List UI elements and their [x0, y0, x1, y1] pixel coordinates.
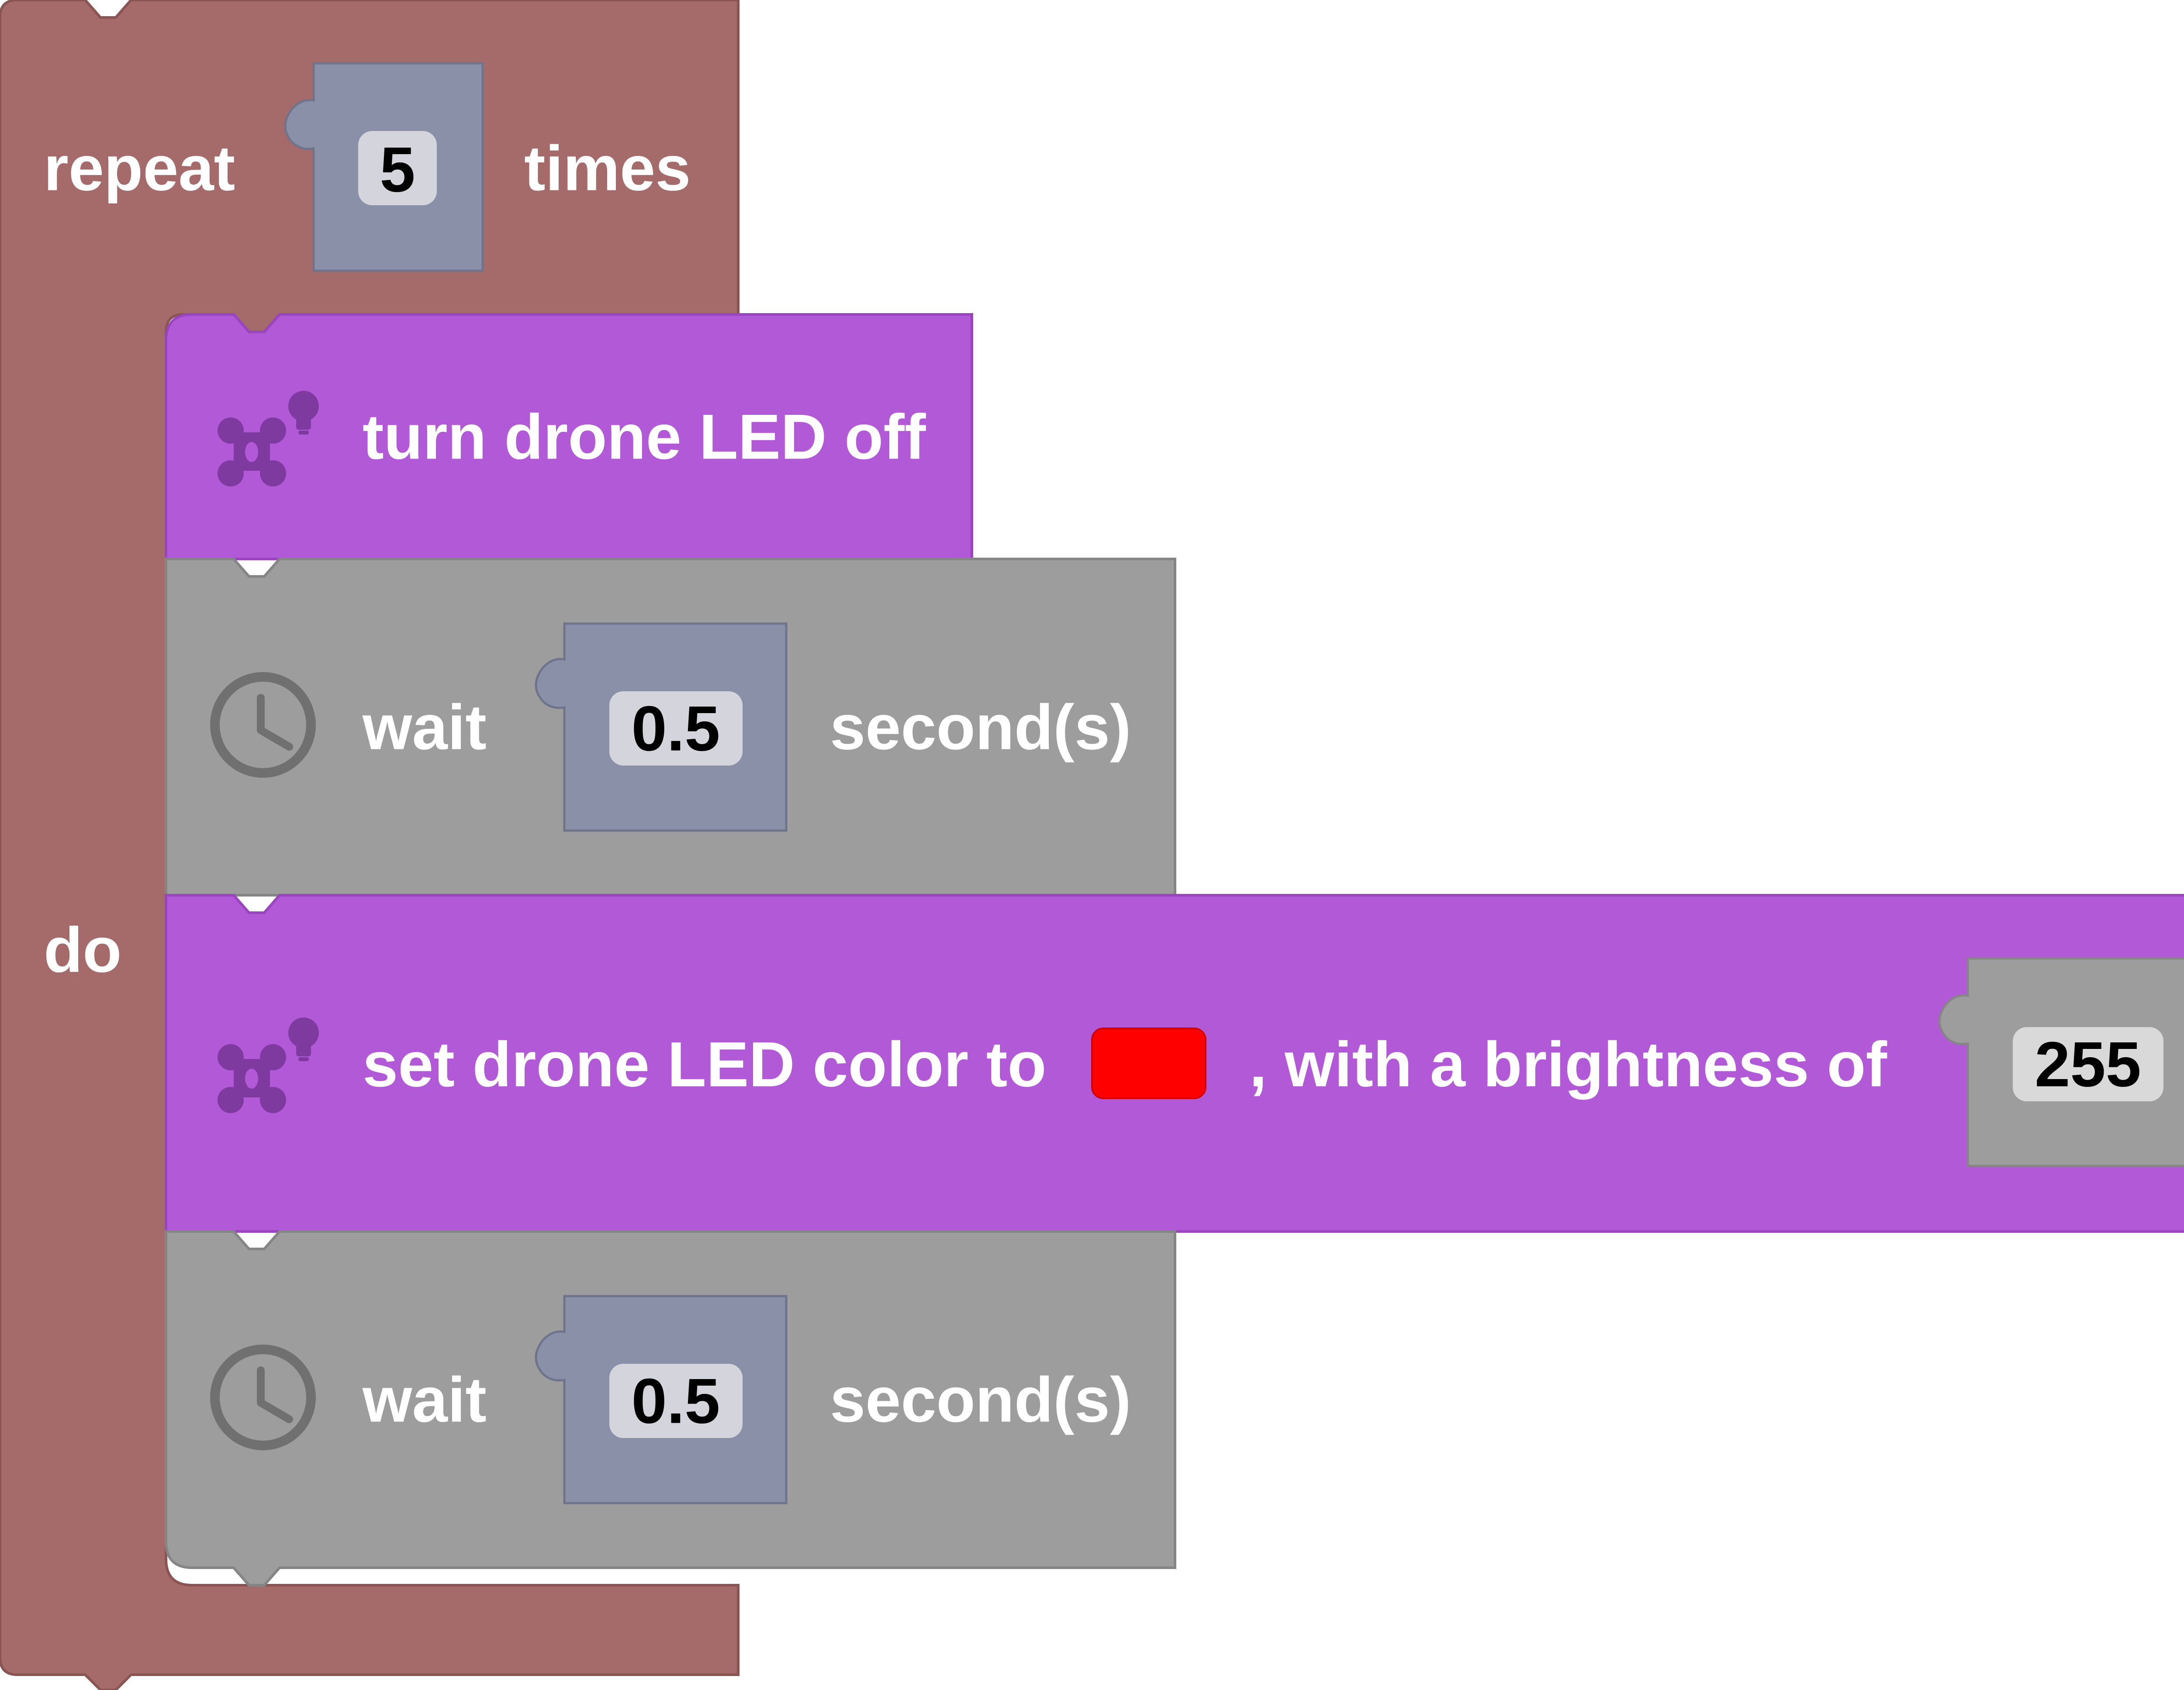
- seconds-label-1: second(s): [830, 692, 1131, 763]
- wait-label-1: wait: [362, 692, 487, 763]
- brightness-value: 255: [2035, 1029, 2141, 1100]
- seconds-label-2: second(s): [830, 1364, 1131, 1435]
- brightness-field[interactable]: [2013, 1027, 2163, 1101]
- wait-label-2: wait: [362, 1364, 487, 1435]
- wait-block-2[interactable]: wait 0.5 second(s): [165, 1230, 1176, 1587]
- set-led-color-label: set drone LED color to: [363, 1029, 1047, 1100]
- wait-1-value: 0.5: [632, 693, 720, 764]
- turn-led-off-block[interactable]: turn drone LED off: [165, 313, 973, 560]
- wait-2-value: 0.5: [632, 1366, 720, 1437]
- brightness-socket[interactable]: 255: [1938, 957, 2184, 1167]
- repeat-count-socket[interactable]: 5: [284, 62, 484, 272]
- repeat-count-value: 5: [380, 134, 415, 205]
- wait-2-field[interactable]: [609, 1364, 743, 1438]
- do-label: do: [44, 914, 121, 986]
- wait-1-socket[interactable]: 0.5: [535, 622, 788, 832]
- turn-led-off-label: turn drone LED off: [363, 401, 926, 473]
- times-label: times: [524, 133, 691, 204]
- wait-block-1[interactable]: wait 0.5 second(s): [165, 558, 1176, 897]
- wait-1-field[interactable]: [609, 691, 743, 766]
- brightness-label: , with a brightness of: [1249, 1029, 1887, 1100]
- repeat-label: repeat: [44, 133, 235, 204]
- wait-2-socket[interactable]: 0.5: [535, 1295, 788, 1504]
- set-led-color-block[interactable]: set drone LED color to , with a brightne…: [165, 894, 2184, 1233]
- led-color-swatch[interactable]: [1091, 1028, 1206, 1099]
- repeat-block[interactable]: repeat times do 5: [0, 0, 740, 1690]
- repeat-count-field[interactable]: [358, 131, 437, 205]
